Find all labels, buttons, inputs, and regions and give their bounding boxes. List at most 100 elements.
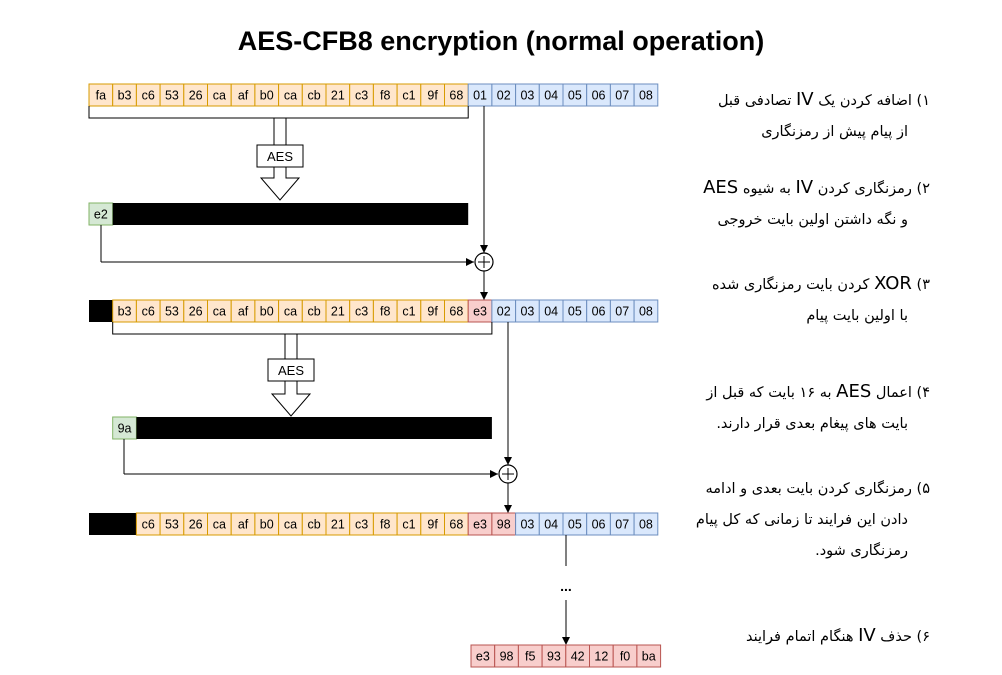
step-1-number: ۱) [916, 93, 930, 109]
row3-iv-14-label: 68 [449, 305, 463, 319]
row3-iv-0-label: b3 [118, 305, 132, 319]
row1-iv-13-label: c1 [402, 89, 415, 103]
row1-msg-1-label: 02 [497, 89, 511, 103]
row3-iv-1-label: c6 [142, 305, 155, 319]
step-4-text: ۴) اعمال AES به ۱۶ بایت که قبل از بایت ه… [706, 381, 930, 432]
row1-msg-6-label: 07 [615, 89, 629, 103]
row3-iv-7-label: ca [284, 305, 297, 319]
row1-iv-10-label: 21 [331, 89, 345, 103]
xor1-in-top-arrow [480, 245, 488, 253]
final-ciphertext-cipher-6-label: f0 [620, 650, 630, 664]
row3-iv-3-label: 26 [189, 305, 203, 319]
row1-iv-14-label: 9f [427, 89, 438, 103]
aes-1-box [256, 144, 304, 168]
row3-dropped-byte [89, 300, 113, 322]
step-3-number: ۳) [916, 277, 930, 293]
row1-iv-0-label: fa [96, 89, 106, 103]
aes-output-1-discard [112, 203, 469, 225]
xor2-in-top-arrow [504, 457, 512, 465]
aes-output-2-discard [136, 417, 492, 439]
row5-iv-12-label: 9f [427, 518, 438, 532]
row5-msg-3-label: 06 [592, 518, 606, 532]
final-ciphertext-cipher-1-label: 98 [500, 650, 514, 664]
row1-iv-6-label: af [238, 89, 249, 103]
step-2-text: ۲) رمزنگاری کردن IV به شیوه AES و نگه دا… [703, 177, 930, 228]
row1-msg-2-label: 03 [520, 89, 534, 103]
step-6-number: ۶) [916, 629, 930, 645]
row3-msg-0-label: 02 [497, 305, 511, 319]
row5-iv-10-label: f8 [380, 518, 390, 532]
row1-iv-8-label: ca [284, 89, 297, 103]
xor2-out-arrow [504, 505, 512, 513]
row3-iv-2-label: 53 [165, 305, 179, 319]
row5-iv-11-label: c1 [402, 518, 415, 532]
row3-iv-12-label: c1 [402, 305, 415, 319]
row1-iv-9-label: cb [308, 89, 321, 103]
row5-dropped-bytes [89, 513, 137, 535]
step-3-text: ۳) XOR کردن بایت رمزنگاری شده با اولین ب… [711, 273, 930, 324]
row3-msg-3-label: 05 [568, 305, 582, 319]
row5-iv-6-label: ca [284, 518, 297, 532]
row3-iv-10-label: c3 [355, 305, 368, 319]
row1-iv-4-label: 26 [189, 89, 203, 103]
row5-iv-2-label: 26 [189, 518, 203, 532]
row5-msg-5-label: 08 [639, 518, 653, 532]
step-2-number: ۲) [916, 181, 930, 197]
aes-1-label: AES [267, 149, 293, 164]
continue-arrow [562, 637, 570, 645]
final-ciphertext-cipher-4-label: 42 [571, 650, 585, 664]
row1-iv-5-label: ca [213, 89, 226, 103]
row3-iv-5-label: af [238, 305, 249, 319]
row3-msg-5-label: 07 [615, 305, 629, 319]
step-6-text: ۶) حذف IV هنگام اتمام فرایند [746, 625, 930, 646]
step-1-text: ۱) اضافه کردن یک IV تصادفی قبل از پیام پ… [717, 89, 930, 140]
row5-msg-2-label: 05 [568, 518, 582, 532]
row3-iv-9-label: 21 [331, 305, 345, 319]
xor2-in-left-arrow [490, 470, 498, 478]
row3-msg-4-label: 06 [592, 305, 606, 319]
row3-iv-13-label: 9f [427, 305, 438, 319]
xor1-in-left-arrow [466, 258, 474, 266]
row5-iv-7-label: cb [308, 518, 321, 532]
row5-iv-13-label: 68 [449, 518, 463, 532]
row5-iv-1-label: 53 [165, 518, 179, 532]
aes-output-2-byte-label: 9a [118, 422, 132, 436]
aes-2-label: AES [278, 363, 304, 378]
row1-iv-7-label: b0 [260, 89, 274, 103]
row3-msg-6-label: 08 [639, 305, 653, 319]
final-ciphertext-cipher-7-box [636, 644, 662, 668]
row3-iv-6-label: b0 [260, 305, 274, 319]
row1-iv-3-label: 53 [165, 89, 179, 103]
row5-cipher-0-label: e3 [473, 518, 487, 532]
row1-iv-12-label: f8 [380, 89, 390, 103]
row3-bracket [112, 322, 493, 335]
row5-iv-9-label: c3 [355, 518, 368, 532]
row5-msg-1-label: 04 [544, 518, 558, 532]
aes-2-box [267, 358, 315, 382]
final-ciphertext-cipher-7-label: ba [642, 650, 656, 664]
row1-iv-15-label: 68 [449, 89, 463, 103]
row5-iv-4-label: af [238, 518, 249, 532]
step-4-number: ۴) [916, 385, 930, 401]
final-ciphertext-cipher-3-label: 93 [547, 650, 561, 664]
row1-iv-11-label: c3 [355, 89, 368, 103]
row3-cipher-0-label: e3 [473, 305, 487, 319]
row5-msg-4-label: 07 [615, 518, 629, 532]
final-ciphertext-cipher-0-label: e3 [476, 650, 490, 664]
aes-output-1-byte-label: e2 [94, 208, 108, 222]
row5-iv-8-label: 21 [331, 518, 345, 532]
row5-msg-0-label: 03 [520, 518, 534, 532]
continue-ellipsis: ... [560, 578, 572, 594]
row1-msg-3-label: 04 [544, 89, 558, 103]
row5-iv-3-label: ca [213, 518, 226, 532]
row1-msg-5-label: 06 [592, 89, 606, 103]
final-ciphertext-cipher-5-label: 12 [594, 650, 608, 664]
step-5-number: ۵) [916, 481, 930, 497]
step-5-text: ۵) رمزنگاری کردن بایت بعدی و ادامه دادن … [695, 481, 930, 559]
row5-msg-5-box [633, 512, 659, 536]
row3-iv-11-label: f8 [380, 305, 390, 319]
row3-iv-4-label: ca [213, 305, 226, 319]
final-ciphertext-cipher-2-label: f5 [525, 650, 535, 664]
xor1-out-arrow [480, 292, 488, 300]
row1-msg-0-label: 01 [473, 89, 487, 103]
